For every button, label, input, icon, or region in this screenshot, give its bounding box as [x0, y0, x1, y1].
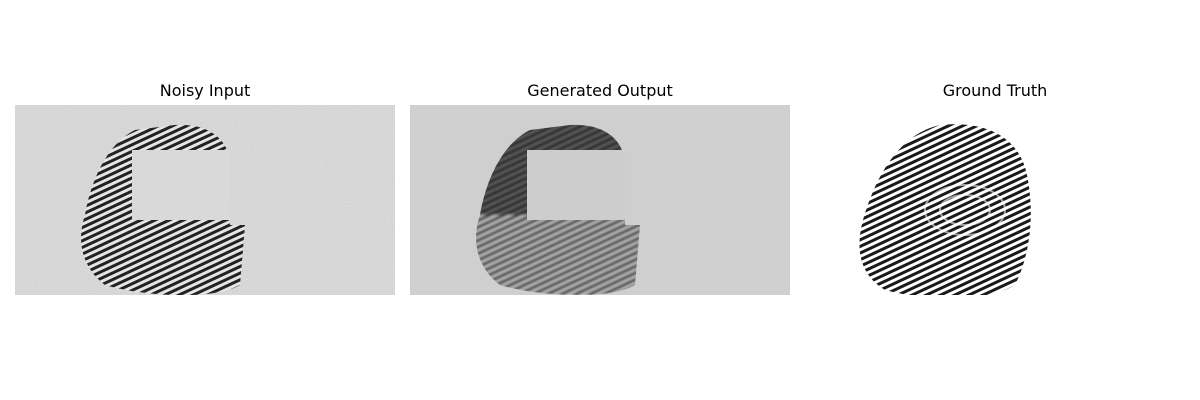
ground-truth-fingerprint-image — [805, 105, 1185, 295]
panel-ground-truth: Ground Truth — [805, 81, 1185, 295]
panel-noisy-input: Noisy Input — [15, 81, 395, 295]
panel-title: Noisy Input — [159, 81, 251, 100]
panel-title: Generated Output — [527, 81, 673, 100]
generated-fingerprint-image — [410, 105, 790, 295]
noisy-fingerprint-image — [15, 105, 395, 295]
panel-generated-output: Generated Output — [410, 81, 790, 295]
panel-title: Ground Truth — [942, 81, 1048, 100]
